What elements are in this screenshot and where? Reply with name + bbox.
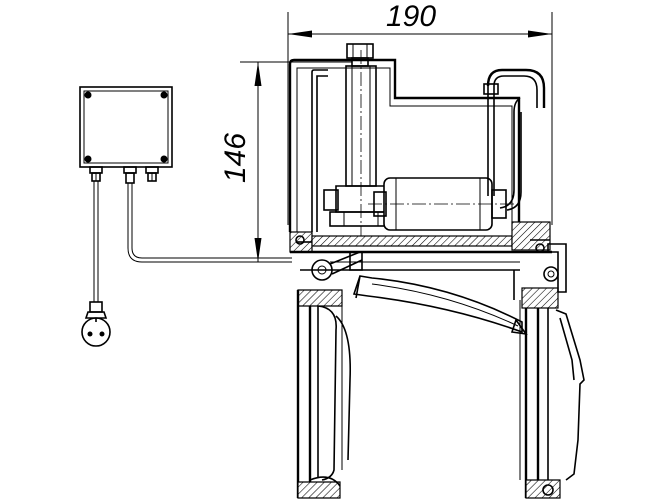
junction-box [79, 86, 173, 184]
power-plug [81, 301, 111, 347]
inner-contour [341, 300, 521, 480]
left-wall [296, 289, 352, 499]
height-dimension-label: 146 [219, 133, 252, 183]
motor [368, 177, 520, 231]
mounting-plate [289, 221, 552, 254]
width-dimension-label: 190 [386, 0, 436, 33]
flexible-hose [483, 68, 546, 211]
cable-gland [123, 166, 137, 184]
cable-gland [145, 166, 159, 182]
flap-mechanism [300, 251, 528, 336]
valve-body [323, 50, 393, 246]
width-dimension: 190 [287, 0, 553, 225]
signal-cable [127, 183, 292, 263]
height-dimension: 146 [219, 61, 352, 263]
right-wall [513, 243, 585, 499]
top-connector [346, 43, 374, 67]
power-cable [93, 181, 99, 302]
cable-gland [89, 166, 103, 182]
